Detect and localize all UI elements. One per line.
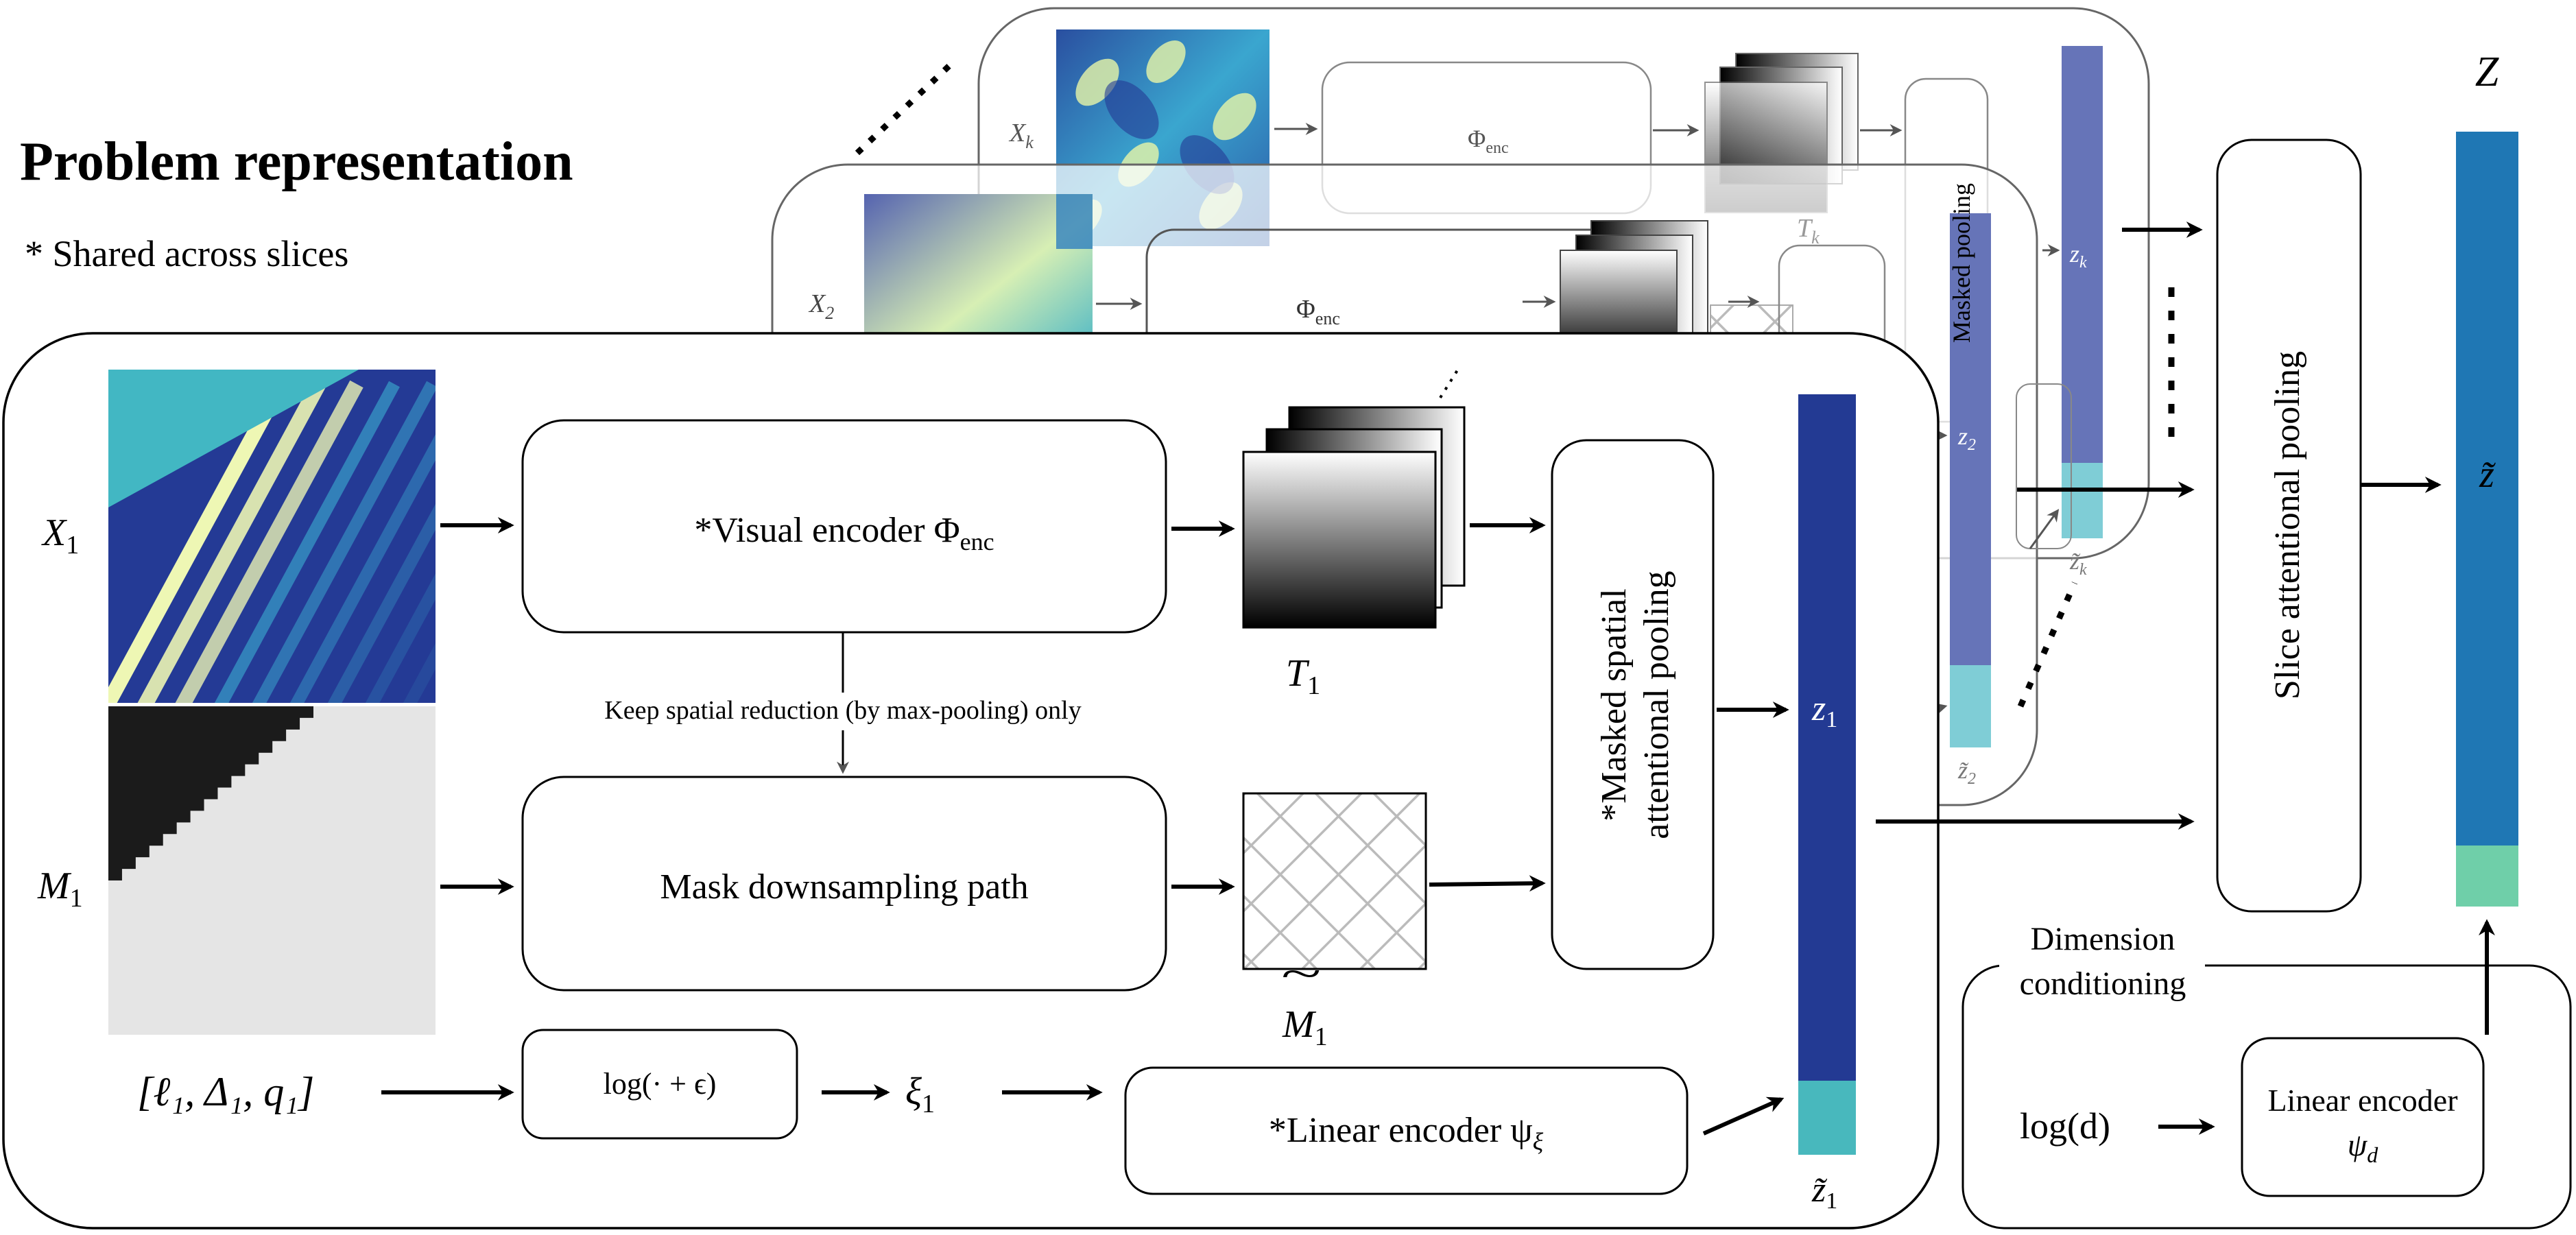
dimension-title-line1: Dimension	[2031, 921, 2175, 957]
m-tilde-accent: ~	[1281, 950, 1321, 996]
z1-label: z1	[1811, 689, 1837, 732]
masked-spatial-pooling-box	[1551, 439, 1715, 970]
dimension-conditioning-panel: Dimension conditioning log(d) Linear enc…	[1961, 921, 2572, 1230]
log-d-label: log(d)	[2020, 1105, 2110, 1147]
output-z-bar	[2456, 132, 2518, 846]
image-stripe	[108, 380, 288, 703]
t1-label: T1	[1286, 652, 1320, 700]
output-cond-bar	[2456, 846, 2518, 907]
image-stripe	[175, 380, 363, 703]
slice-k-x-label: Xk	[1008, 119, 1034, 152]
visual-encoder-label: *Visual encoder Φenc	[694, 511, 994, 555]
visual-encoder-box	[521, 419, 1167, 634]
m-tilde-label: M1	[1282, 1003, 1328, 1051]
image-stripe	[289, 434, 436, 703]
diagonal-dots	[2017, 581, 2078, 708]
xi-label: ξ1	[905, 1070, 935, 1118]
z1-tilde-label: z̃1	[1811, 1171, 1837, 1214]
log-transform-box	[521, 1029, 798, 1140]
stack-dots	[855, 63, 952, 156]
feature-map-stack	[1242, 369, 1466, 629]
slice-parameters: [ℓ₁, Δ₁, q₁]	[137, 1069, 314, 1114]
slice-attentional-pooling-label: Slice attentional pooling	[2268, 351, 2307, 699]
dimension-linear-encoder-label: Linear encoder	[2267, 1083, 2457, 1118]
linear-encoder-label: *Linear encoder ψξ	[1269, 1111, 1544, 1155]
dimension-linear-encoder-box	[2241, 1037, 2485, 1197]
slice-k-z-bar	[2062, 46, 2103, 463]
slice-1-panel: X1 M1 *Visual encoder Φenc Keep spatial …	[2, 332, 1940, 1230]
slice-1-m-label: M1	[37, 865, 83, 913]
slice-k-encoder-label: Φenc	[1468, 125, 1509, 157]
slice-2-z-bar	[1950, 213, 1991, 665]
slice-2-x-label: X2	[808, 289, 834, 323]
slice-k-t-label: Tk	[1797, 214, 1820, 248]
image-stripe	[403, 643, 436, 703]
slice-k-overlay-labels: Tk Masked pooling	[1797, 183, 1975, 343]
log-transform-label: log(· + ϵ)	[604, 1067, 717, 1101]
subtitle: * Shared across slices	[25, 233, 348, 274]
mask-downsampling-label: Mask downsampling path	[660, 867, 1028, 907]
dimension-title-line2: conditioning	[2020, 966, 2186, 1002]
masked-spatial-pooling-label: *Masked spatialattentional pooling	[1595, 571, 1676, 839]
slice-k-pooling-label: Masked pooling	[1948, 183, 1975, 343]
dimension-linear-encoder-symbol: ψd	[2348, 1127, 2379, 1167]
slice-k-z-cond-bar	[2062, 463, 2103, 538]
slice-2-z-cond-bar	[1950, 665, 1991, 747]
slice-1-mask	[108, 706, 436, 1035]
linear-encoder-box	[1124, 1066, 1689, 1195]
slice-k-z-label: zk	[2069, 240, 2087, 272]
slice-2-z-label: z2	[1957, 422, 1976, 454]
z1-cond-bar	[1798, 1081, 1856, 1155]
mask-downsampling-box	[521, 776, 1167, 992]
image-stripe	[137, 380, 326, 703]
slice-1-image	[108, 370, 436, 703]
output-label: Z	[2475, 49, 2499, 95]
slice-2-encoder-label: Φenc	[1296, 295, 1340, 328]
z1-bar	[1798, 394, 1856, 1081]
image-stripe	[252, 381, 436, 703]
slice-1-x-label: X1	[41, 512, 79, 560]
spatial-reduction-note: Keep spatial reduction (by max-pooling) …	[604, 696, 1081, 725]
title: Problem representation	[20, 132, 573, 192]
image-stripe	[365, 573, 436, 703]
slice-2-ztilde-label: z̃2	[1957, 756, 1976, 788]
image-stripe	[214, 381, 400, 703]
output-bar-label: z̃	[2479, 453, 2496, 496]
slice-k-ztilde-label: z̃k	[2069, 547, 2087, 579]
image-stripe	[327, 503, 436, 703]
downsampled-mask	[1242, 792, 1427, 970]
slice-attentional-pooling-box	[2216, 139, 2362, 913]
